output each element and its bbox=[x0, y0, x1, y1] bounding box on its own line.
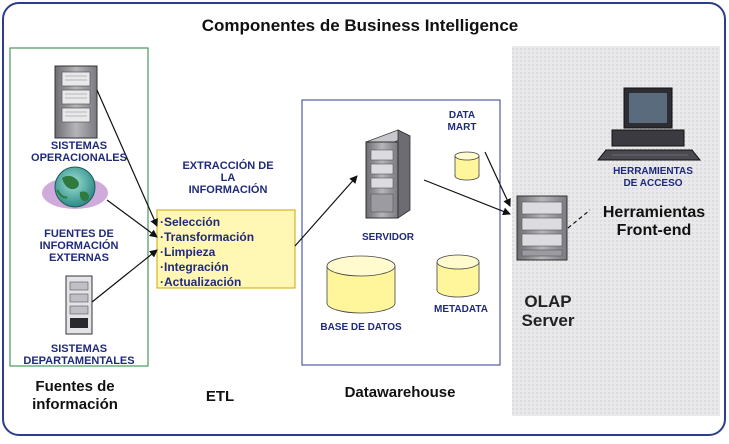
etl-box bbox=[156, 209, 296, 289]
label-access-tools: HERRAMIENTAS DE ACCESO bbox=[613, 166, 693, 189]
label-etl-footer: ETL bbox=[205, 388, 235, 405]
label-olap-server: OLAP Server bbox=[521, 292, 575, 330]
etl-step: ·Transformación bbox=[160, 230, 255, 244]
label-warehouse-footer: Datawarehouse bbox=[344, 384, 456, 401]
label-operational-systems: SISTEMAS OPERACIONALES bbox=[31, 140, 127, 164]
label-data-mart: DATA MART bbox=[447, 110, 477, 133]
arrow-etl-to-server bbox=[294, 175, 358, 247]
label-metadata: METADATA bbox=[434, 304, 488, 315]
warehouse-server-icon bbox=[365, 129, 411, 219]
etl-step: ·Limpieza bbox=[160, 245, 216, 259]
etl-step: ·Integración bbox=[160, 260, 229, 274]
label-frontend-tools: Herramientas Front-end bbox=[602, 204, 706, 239]
metadata-cylinder bbox=[436, 254, 480, 298]
computer-icon bbox=[596, 87, 702, 161]
etl-step: ·Actualización bbox=[160, 275, 242, 289]
arrow-server-to-olap bbox=[423, 179, 511, 216]
arrow-external-to-etl bbox=[106, 199, 158, 238]
etl-step: ·Selección bbox=[160, 215, 221, 229]
label-server: SERVIDOR bbox=[361, 232, 415, 243]
label-external-sources: FUENTES DE INFORMACIÓN EXTERNAS bbox=[39, 228, 119, 264]
label-sources-footer: Fuentes de información bbox=[32, 378, 118, 413]
server-tower-icon bbox=[54, 65, 98, 139]
database-cylinder bbox=[326, 255, 396, 314]
small-server-icon bbox=[65, 275, 93, 335]
arrow-operational-to-etl bbox=[96, 89, 158, 227]
label-departmental-systems: SISTEMAS DEPARTAMENTALES bbox=[23, 343, 135, 367]
data-mart-cylinder bbox=[454, 151, 480, 181]
dashed-link-olap-to-frontend bbox=[567, 209, 591, 229]
diagram-title: Componentes de Business Intelligence bbox=[201, 16, 519, 35]
globe-icon bbox=[42, 166, 108, 209]
olap-server-icon bbox=[516, 195, 568, 261]
label-extraction: EXTRACCIÓN DE LA INFORMACIÓN bbox=[182, 160, 274, 196]
etl-steps-list: ·Selección ·Transformación ·Limpieza ·In… bbox=[160, 215, 290, 290]
arrow-datamart-to-olap bbox=[484, 151, 511, 207]
arrow-departmental-to-etl bbox=[91, 249, 158, 303]
label-database: BASE DE DATOS bbox=[320, 322, 402, 333]
